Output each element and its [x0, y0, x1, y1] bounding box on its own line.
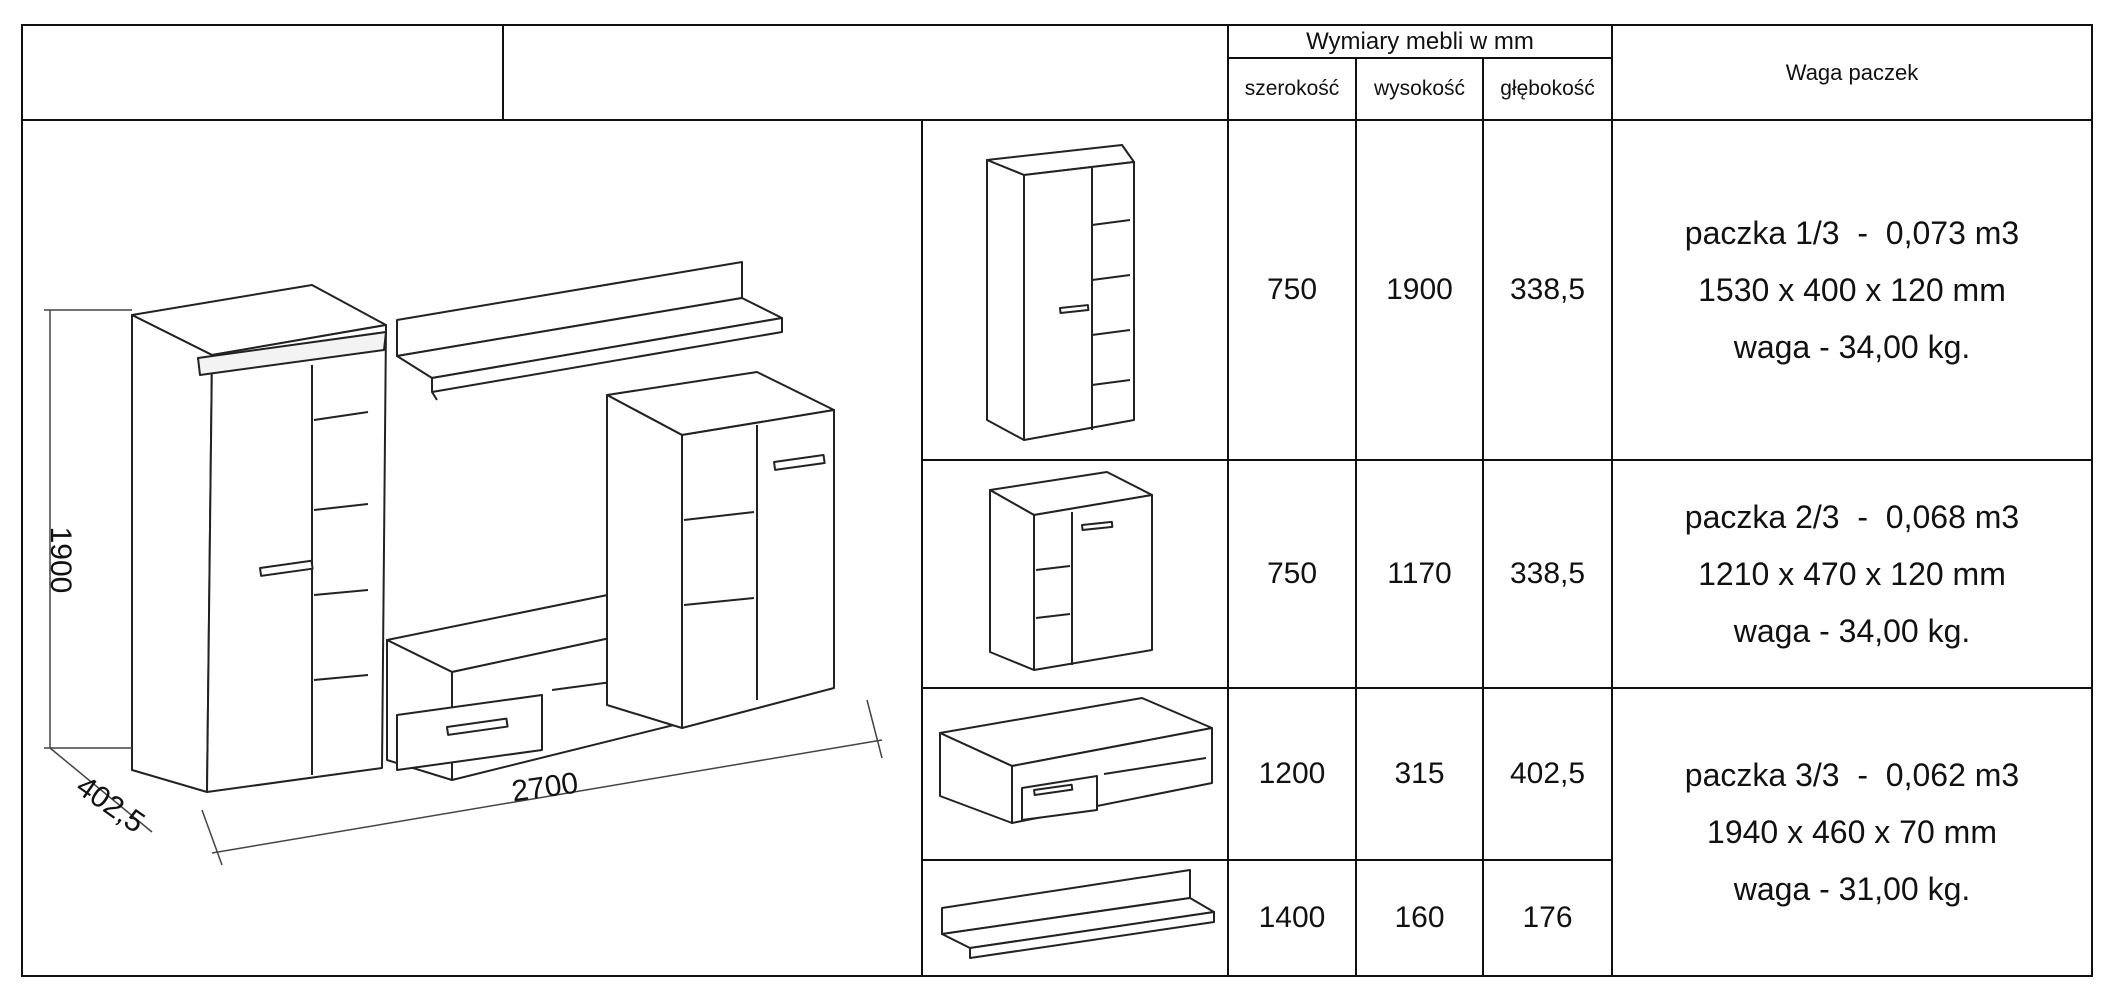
- package-2-weight: waga - 34,00 kg.: [1733, 612, 1971, 649]
- dims-title: Wymiary mebli w mm: [1306, 27, 1534, 55]
- overview-drawing: [44, 261, 883, 866]
- row2-depth: 338,5: [1509, 557, 1586, 590]
- row3-width: 1200: [1258, 757, 1326, 790]
- thumb-wall-shelf: [941, 869, 1215, 959]
- thumb-tall-cabinet: [986, 144, 1135, 441]
- package-2-volume: paczka 2/3 - 0,068 m3: [1684, 498, 2020, 535]
- row1-width: 750: [1266, 273, 1318, 306]
- package-2-size: 1210 x 470 x 120 mm: [1698, 555, 2006, 592]
- row1-depth: 338,5: [1509, 273, 1586, 306]
- row2-width: 750: [1266, 557, 1318, 590]
- package-1-weight: waga - 34,00 kg.: [1733, 328, 1971, 365]
- package-1-volume: paczka 1/3 - 0,073 m3: [1684, 214, 2020, 251]
- col-depth-header: głębokość: [1500, 77, 1595, 100]
- package-3-volume: paczka 3/3 - 0,062 m3: [1684, 756, 2020, 793]
- dim-height-label: 1900: [44, 526, 77, 594]
- row3-depth: 402,5: [1509, 757, 1586, 790]
- row4-height: 160: [1394, 901, 1445, 934]
- row4-width: 1400: [1258, 901, 1326, 934]
- weight-title: Waga paczek: [1785, 59, 1919, 85]
- package-1: paczka 1/3 - 0,073 m3 1530 x 400 x 120 m…: [1612, 120, 2092, 460]
- package-3-weight: waga - 31,00 kg.: [1733, 870, 1971, 907]
- col-width-header: szerokość: [1244, 77, 1340, 100]
- package-2: paczka 2/3 - 0,068 m3 1210 x 470 x 120 m…: [1612, 460, 2092, 688]
- package-3-size: 1940 x 460 x 70 mm: [1707, 813, 1997, 850]
- row4-depth: 176: [1522, 901, 1573, 934]
- package-1-size: 1530 x 400 x 120 mm: [1698, 271, 2006, 308]
- package-3: paczka 3/3 - 0,062 m3 1940 x 460 x 70 mm…: [1612, 688, 2092, 976]
- row3-height: 315: [1394, 757, 1445, 790]
- thumb-small-cabinet: [989, 471, 1153, 671]
- row2-height: 1170: [1387, 557, 1452, 590]
- row1-height: 1900: [1386, 273, 1453, 306]
- col-height-header: wysokość: [1373, 77, 1466, 100]
- thumb-tv-stand: [939, 697, 1213, 824]
